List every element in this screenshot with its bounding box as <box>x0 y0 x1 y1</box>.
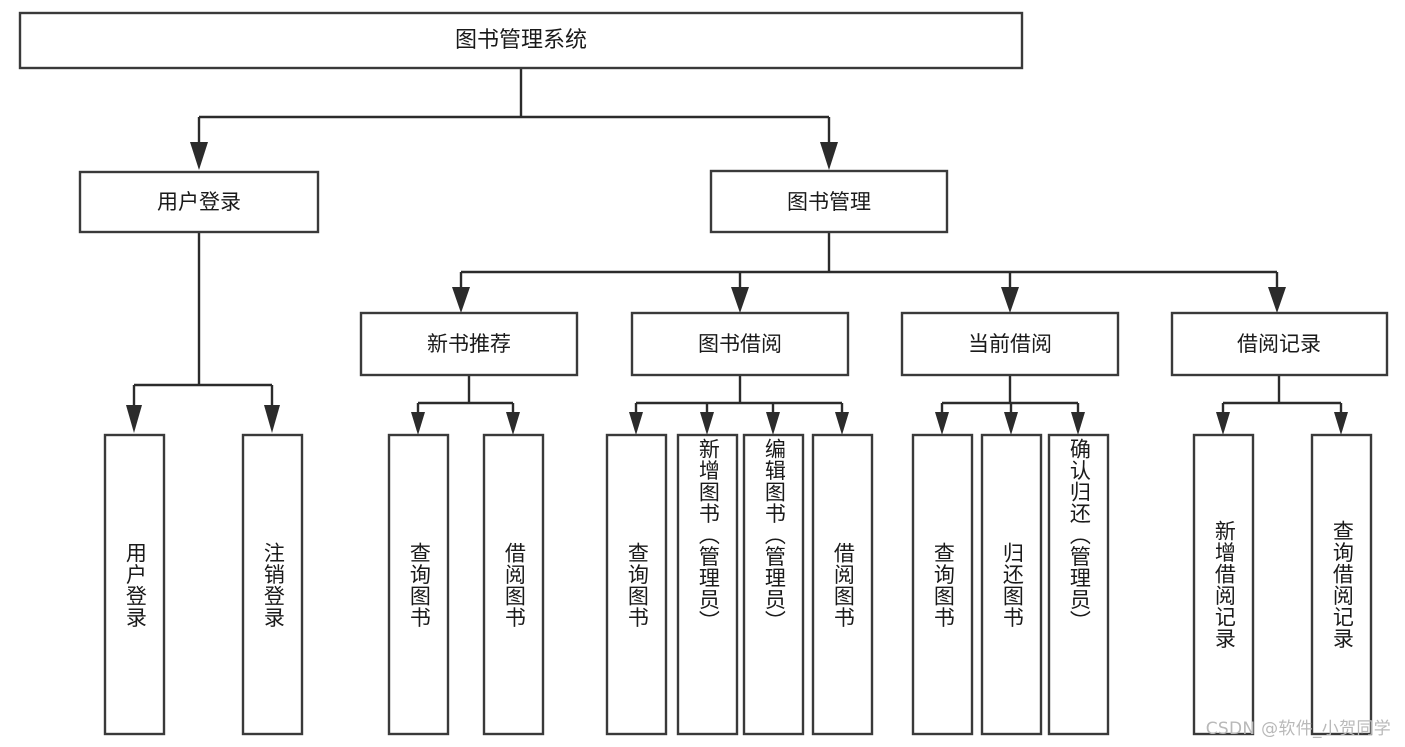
leaf-box-query-book-recommend[interactable] <box>387 433 450 736</box>
arrow-book-borrow-leaf4 <box>835 412 849 435</box>
node-box-book-management[interactable] <box>709 169 949 234</box>
arrow-borrow-record-leaf1 <box>1216 412 1230 435</box>
arrow-to-new-book <box>452 287 470 313</box>
node-box-root[interactable] <box>18 11 1024 70</box>
node-label-book-management: 图书管理 <box>787 190 871 214</box>
node-box-book-borrow[interactable] <box>630 311 850 377</box>
arrow-borrow-record-leaf2 <box>1334 412 1348 435</box>
leaf-box-borrow-book[interactable] <box>811 433 874 736</box>
node-box-borrow-record[interactable] <box>1170 311 1389 377</box>
arrow-root-to-book-mgmt <box>820 142 838 170</box>
leaf-box-user-login[interactable] <box>103 433 166 736</box>
arrow-to-current-borrow <box>1001 287 1019 313</box>
arrow-root-to-user-login <box>190 142 208 170</box>
arrow-book-borrow-leaf1 <box>629 412 643 435</box>
node-label-root: 图书管理系统 <box>455 28 587 53</box>
arrow-current-borrow-leaf2 <box>1004 412 1018 435</box>
node-label-book-borrow: 图书借阅 <box>698 332 782 356</box>
leaf-box-return-book[interactable] <box>980 433 1043 736</box>
arrow-to-book-borrow <box>731 287 749 313</box>
node-box-new-book-recommend[interactable] <box>359 311 579 377</box>
connector-layer <box>126 68 1348 435</box>
leaf-box-confirm-return-admin[interactable] <box>1047 433 1110 736</box>
arrow-user-login-leaf2 <box>264 405 280 433</box>
arrow-new-book-leaf1 <box>411 412 425 435</box>
leaf-box-edit-book-admin[interactable] <box>742 433 805 736</box>
arrow-to-borrow-record <box>1268 287 1286 313</box>
node-box-user-login[interactable] <box>78 170 320 234</box>
leaf-box-query-borrow-record[interactable] <box>1310 433 1373 736</box>
node-label-borrow-record: 借阅记录 <box>1237 332 1321 356</box>
node-layer: 图书管理系统 用户登录 图书管理 新书推荐 图书借阅 当前借阅 借阅记录 <box>18 11 1389 736</box>
node-label-new-book-recommend: 新书推荐 <box>427 332 511 356</box>
leaf-box-borrow-book-recommend[interactable] <box>482 433 545 736</box>
arrow-book-borrow-leaf2 <box>700 412 714 435</box>
arrow-current-borrow-leaf3 <box>1071 412 1085 435</box>
arrow-user-login-leaf1 <box>126 405 142 433</box>
leaf-box-query-book-current[interactable] <box>911 433 974 736</box>
leaf-box-add-book-admin[interactable] <box>676 433 739 736</box>
leaf-box-logout[interactable] <box>241 433 304 736</box>
node-label-current-borrow: 当前借阅 <box>968 332 1052 356</box>
node-label-user-login: 用户登录 <box>157 190 241 214</box>
csdn-watermark: CSDN @软件_小贺同学 <box>1205 719 1391 739</box>
arrow-current-borrow-leaf1 <box>935 412 949 435</box>
leaf-box-query-book-borrow[interactable] <box>605 433 668 736</box>
node-box-current-borrow[interactable] <box>900 311 1120 377</box>
arrow-book-borrow-leaf3 <box>766 412 780 435</box>
leaf-box-add-borrow-record[interactable] <box>1192 433 1255 736</box>
arrow-new-book-leaf2 <box>506 412 520 435</box>
